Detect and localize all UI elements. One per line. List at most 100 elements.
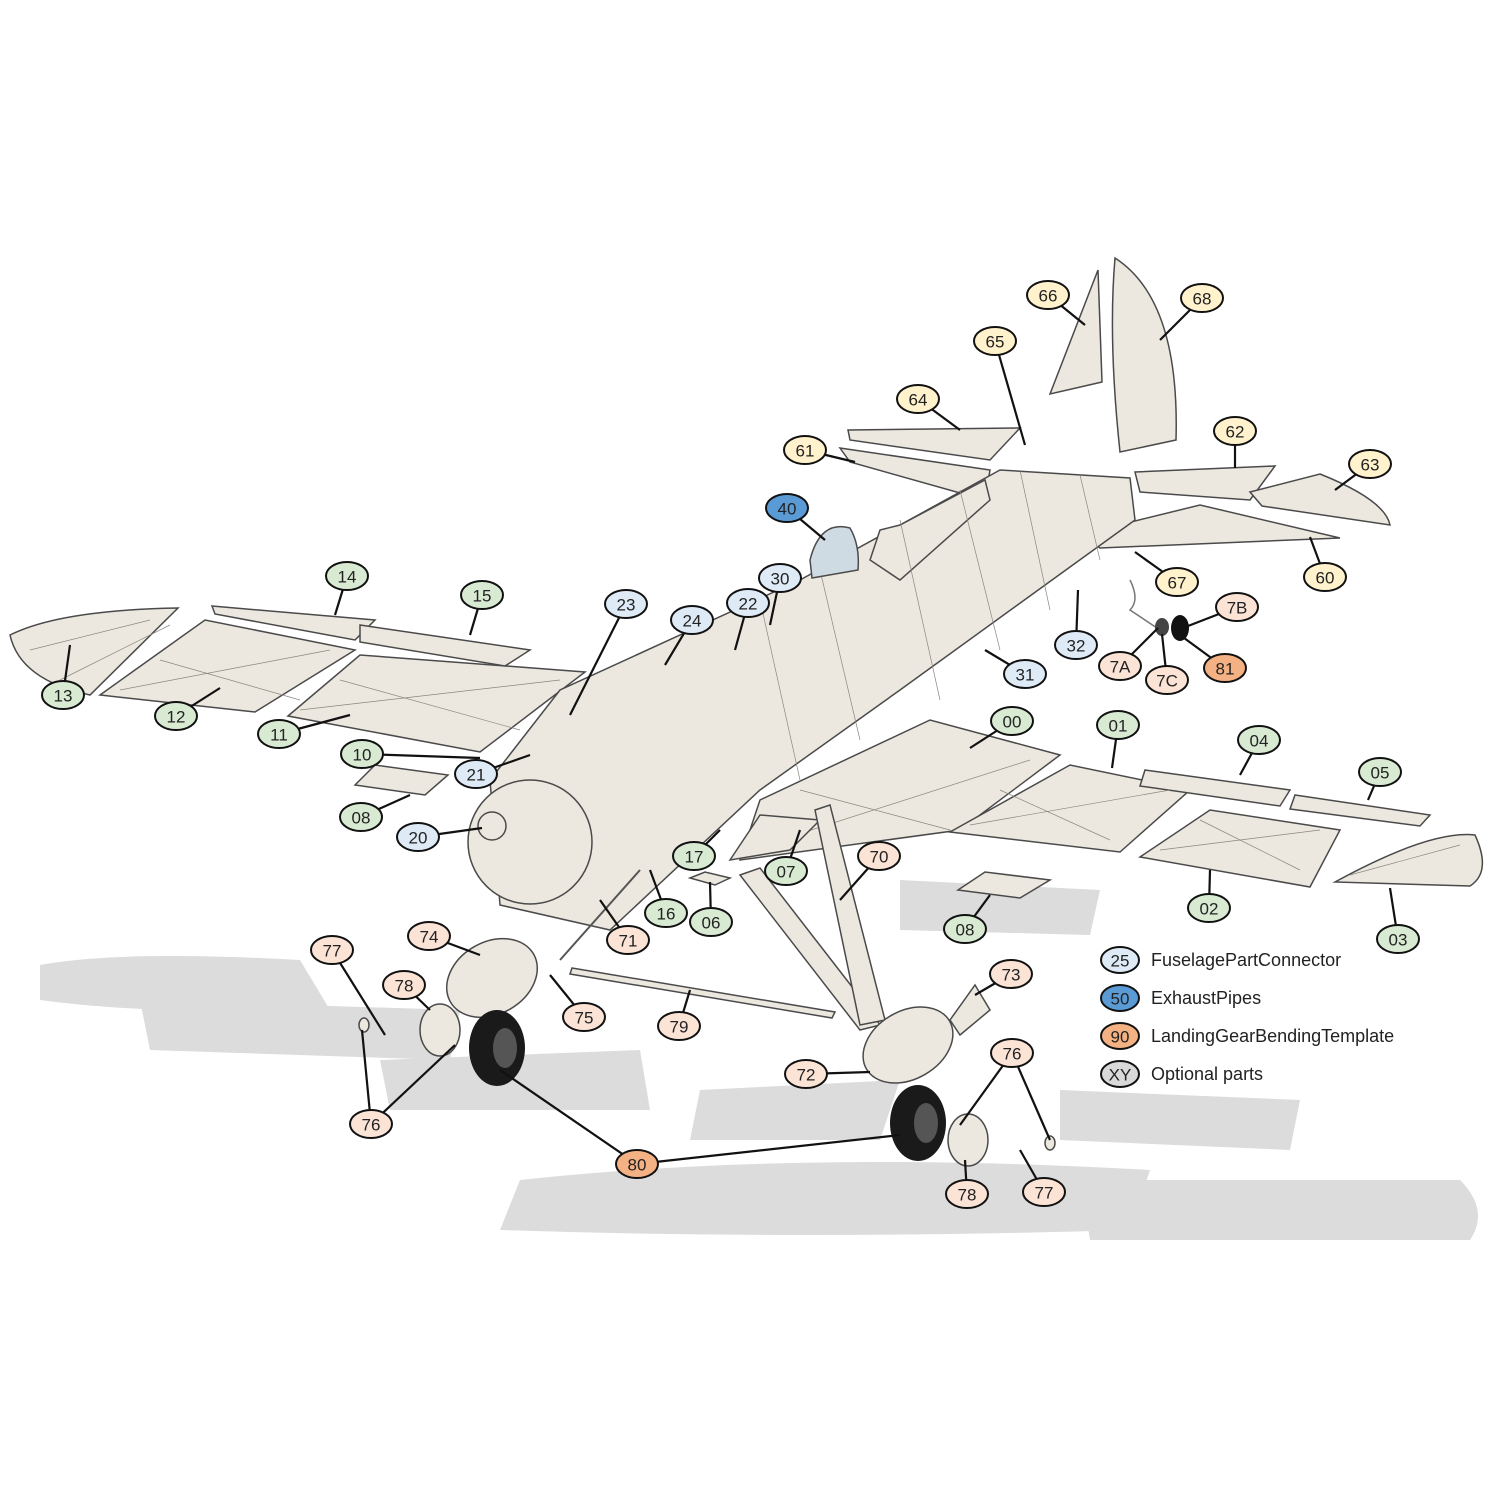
callout-label: 06	[702, 914, 721, 933]
wheel-fairing-right-part	[862, 1006, 954, 1084]
part-callout-30: 30	[758, 563, 802, 593]
callout-label: 78	[958, 1186, 977, 1205]
part-callout-02: 02	[1187, 893, 1231, 923]
callout-bubble	[1376, 924, 1420, 954]
legend-code: 50	[1111, 990, 1130, 1009]
legend-code: 90	[1111, 1028, 1130, 1047]
callout-bubble	[990, 706, 1034, 736]
callout-label: 08	[352, 809, 371, 828]
callout-bubble	[396, 822, 440, 852]
callout-bubble	[726, 588, 770, 618]
fin-part	[1048, 269, 1103, 396]
callout-label: 76	[362, 1116, 381, 1135]
part-callout-23: 23	[604, 589, 648, 619]
callout-label: 04	[1250, 732, 1269, 751]
callout-label: 07	[777, 863, 796, 882]
callout-bubble	[1215, 592, 1259, 622]
callout-bubble	[784, 1059, 828, 1089]
part-callout-77: 77	[310, 935, 354, 965]
part-callout-03: 03	[1376, 924, 1420, 954]
legend-swatch	[1100, 984, 1140, 1012]
leader-line	[636, 1133, 901, 1166]
part-callout-10: 10	[340, 739, 384, 769]
callout-label: 80	[628, 1156, 647, 1175]
callout-bubble	[765, 493, 809, 523]
part-callout-61: 61	[783, 435, 827, 465]
part-callout-79: 79	[657, 1011, 701, 1041]
callout-bubble	[857, 841, 901, 871]
leader-line	[1010, 1052, 1052, 1141]
part-callout-01: 01	[1096, 710, 1140, 740]
callout-label: 02	[1200, 900, 1219, 919]
callout-label: 71	[619, 932, 638, 951]
callout-label: 60	[1316, 569, 1335, 588]
leader-line	[569, 603, 627, 716]
callout-label: 16	[657, 905, 676, 924]
callout-bubble	[989, 959, 1033, 989]
cockpit-part	[869, 478, 991, 581]
part-callout-80: 80	[615, 1149, 659, 1179]
callout-bubble	[973, 326, 1017, 356]
wheel-fairing-left-part	[445, 937, 539, 1019]
callout-label: 20	[409, 829, 428, 848]
callout-bubble	[1187, 893, 1231, 923]
callout-bubble	[1098, 651, 1142, 681]
leader-line	[331, 949, 386, 1036]
callout-label: 31	[1016, 666, 1035, 685]
callout-label: 77	[323, 942, 342, 961]
callout-bubble	[339, 802, 383, 832]
callout-label: 77	[1035, 1184, 1054, 1203]
callout-bubble	[1145, 665, 1189, 695]
legend-code: 25	[1111, 952, 1130, 971]
callout-bubble	[349, 1109, 393, 1139]
callout-bubble	[896, 384, 940, 414]
part-callout-78: 78	[382, 970, 426, 1000]
callout-label: 61	[796, 442, 815, 461]
part-callout-04: 04	[1237, 725, 1281, 755]
part-callout-76: 76	[349, 1109, 393, 1139]
part-callout-40: 40	[765, 493, 809, 523]
callout-label: 7A	[1110, 658, 1131, 677]
callout-bubble	[310, 935, 354, 965]
stabilizer-right-part	[1134, 465, 1277, 501]
part-callout-65: 65	[973, 326, 1017, 356]
part-callout-31: 31	[1003, 659, 1047, 689]
callout-bubble	[340, 739, 384, 769]
callout-label: 15	[473, 587, 492, 606]
callout-label: 32	[1067, 637, 1086, 656]
part-callout-62: 62	[1213, 416, 1257, 446]
legend-swatch	[1100, 1060, 1140, 1088]
callout-bubble	[460, 580, 504, 610]
callout-label: 63	[1361, 456, 1380, 475]
part-callout-13: 13	[41, 680, 85, 710]
left-wing	[9, 605, 588, 753]
callout-label: 67	[1168, 574, 1187, 593]
callout-label: 62	[1226, 423, 1245, 442]
callout-bubble	[1303, 562, 1347, 592]
part-callout-12: 12	[154, 701, 198, 731]
callout-label: 03	[1389, 931, 1408, 950]
legend-label: LandingGearBendingTemplate	[1151, 1026, 1394, 1046]
callout-bubble	[41, 680, 85, 710]
part-callout-67: 67	[1155, 567, 1199, 597]
callout-bubble	[1180, 283, 1224, 313]
engine-cowl-part	[467, 779, 593, 905]
callout-label: 65	[986, 333, 1005, 352]
callout-bubble	[644, 898, 688, 928]
callout-label: 05	[1371, 764, 1390, 783]
part-callout-06: 06	[689, 907, 733, 937]
callout-bubble	[1348, 449, 1392, 479]
part-callout-76: 76	[990, 1038, 1034, 1068]
tail-assembly	[838, 256, 1391, 549]
part-callout-00: 00	[990, 706, 1034, 736]
legend-swatch	[1100, 1022, 1140, 1050]
part-callout-7C: 7C	[1145, 665, 1189, 695]
callout-label: 21	[467, 766, 486, 785]
callout-bubble	[454, 759, 498, 789]
callout-label: 11	[270, 726, 288, 745]
